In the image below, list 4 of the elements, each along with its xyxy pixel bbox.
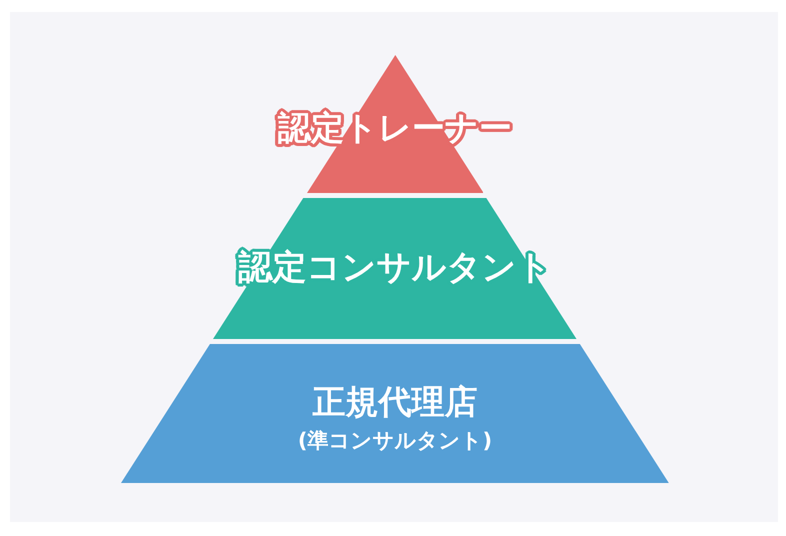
pyramid-tier (121, 344, 669, 483)
tier-sublabel: (準コンサルタント) (298, 428, 492, 454)
tier-label: 正規代理店 (312, 382, 478, 422)
pyramid-tier (213, 198, 577, 339)
